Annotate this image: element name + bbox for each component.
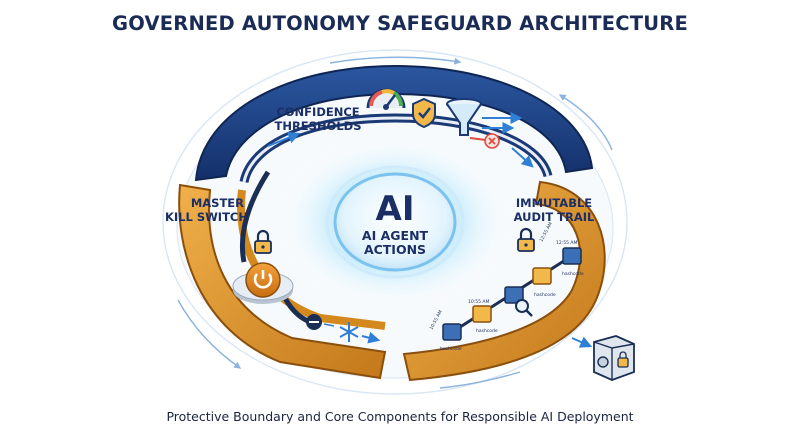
confidence-label-line1: CONFIDENCE — [276, 105, 359, 119]
snowflake-icon — [339, 322, 359, 342]
orbit-arrow-right — [558, 94, 613, 151]
padlock-icon — [517, 227, 535, 252]
navy-ring-segment — [194, 64, 594, 182]
filter-funnel-icon — [446, 98, 482, 136]
kill-switch-label-line2: KILL SWITCH — [165, 210, 248, 224]
core-ring — [333, 172, 457, 272]
hashcode-label-4: hashcode — [562, 271, 584, 277]
hash-block-icon — [562, 247, 582, 265]
orbit-arrow-bottom — [439, 371, 521, 389]
audit-to-vault-arrow — [571, 336, 593, 348]
kill-switch-cable — [239, 170, 271, 263]
padlock-icon — [254, 229, 272, 254]
gauge-icon — [366, 88, 406, 110]
hashcode-label-3: hashcode — [534, 292, 556, 298]
hash-block-icon — [532, 267, 552, 285]
core-ring-outer — [325, 165, 465, 279]
hashcode-label-2: hashcode — [476, 328, 498, 334]
page-title: GOVERNED AUTONOMY SAFEGUARD ARCHITECTURE — [111, 12, 688, 35]
navy-entry-arrow — [267, 131, 301, 147]
shield-check-icon — [412, 97, 436, 129]
vault-safe-icon — [593, 335, 635, 381]
confidence-label-line2: THRESHOLDS — [274, 119, 361, 133]
hash-block-icon — [472, 305, 492, 323]
core-label-line2: ACTIONS — [364, 242, 426, 257]
core-ai-text: AI — [376, 189, 415, 229]
stop-to-freeze-arrow — [323, 323, 335, 327]
orbit-arrow-left — [177, 299, 242, 369]
timestamp-4: 12:55 AM — [556, 240, 577, 246]
stop-icon — [306, 314, 322, 330]
audit-label-line1: IMMUTABLE — [516, 196, 592, 210]
reject-x-icon — [484, 133, 500, 149]
page-subtitle: Protective Boundary and Core Components … — [166, 409, 634, 424]
gold-ring-left-segment — [178, 183, 387, 380]
funnel-reject-line — [469, 137, 487, 141]
hash-block-icon — [442, 323, 462, 341]
audit-label-line2: AUDIT TRAIL — [514, 210, 595, 224]
hashcode-label-1: hashcode — [440, 346, 462, 352]
timestamp-2: 10:55 AM — [468, 299, 489, 305]
audit-hash-chain — [442, 247, 582, 341]
hash-block-icon — [504, 286, 524, 304]
navy-inner-rail-highlight — [242, 116, 550, 183]
magnifier-icon — [515, 299, 533, 317]
freeze-arrow — [361, 331, 381, 344]
threshold-flow-arrow — [511, 147, 534, 168]
kill-switch-label-line1: MASTER — [191, 196, 244, 210]
core-label-line1: AI AGENT — [362, 228, 429, 243]
orbit-arrow-top — [329, 56, 462, 65]
outer-orbit — [162, 49, 628, 395]
power-button-icon[interactable] — [232, 262, 294, 304]
